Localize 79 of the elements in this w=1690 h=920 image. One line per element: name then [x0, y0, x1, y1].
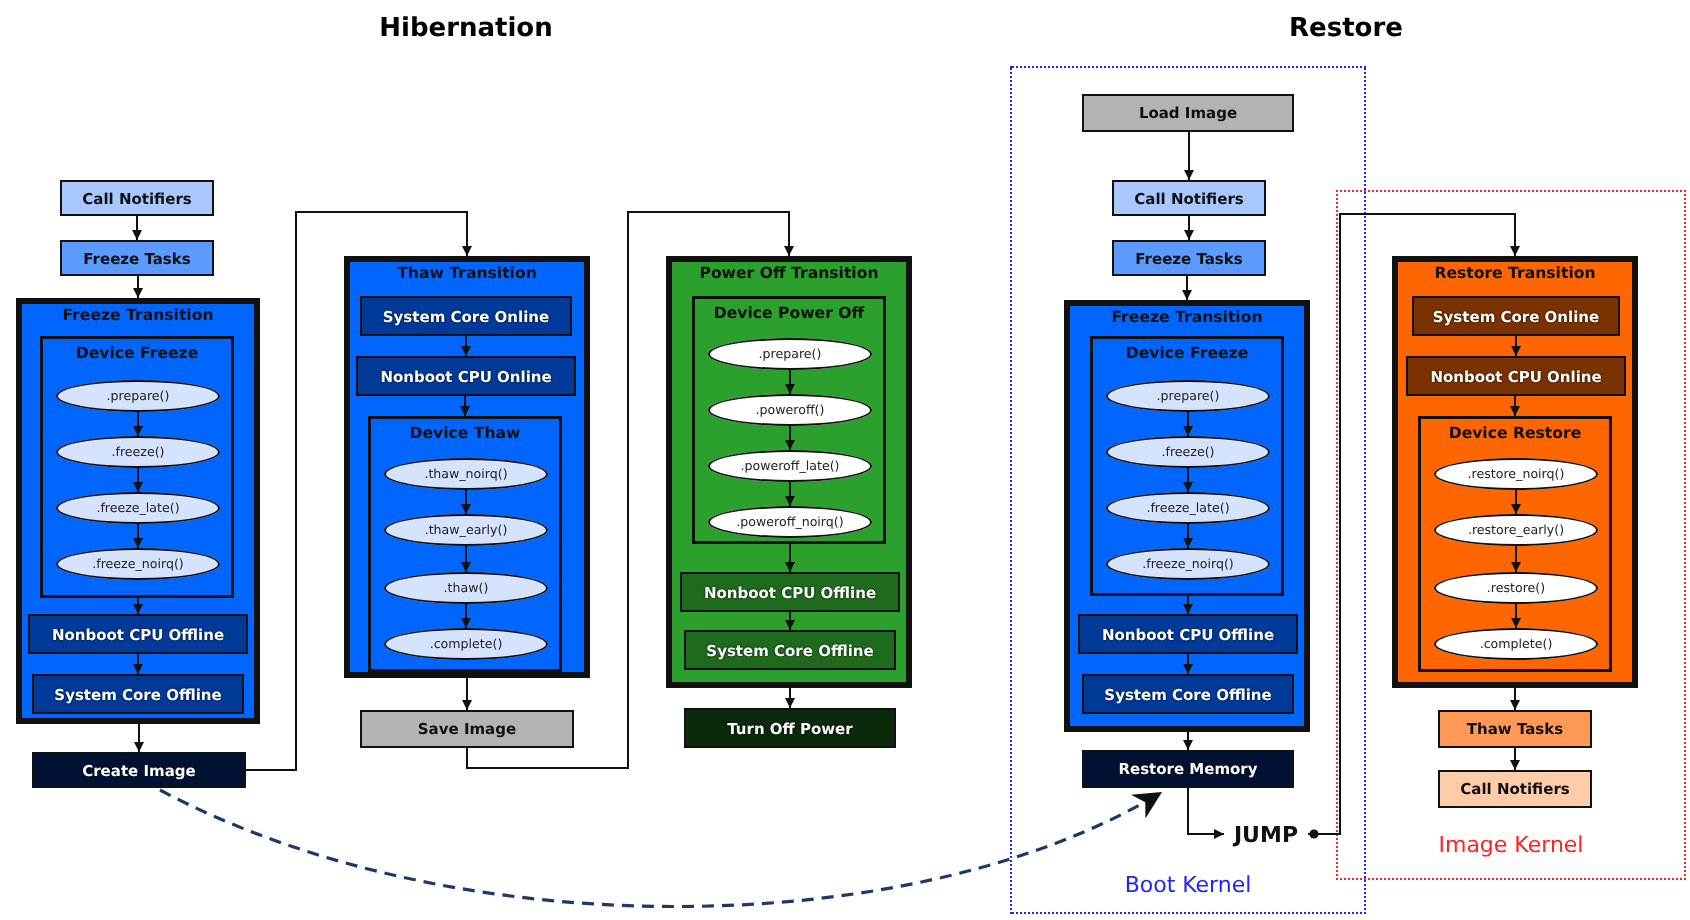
process-box [1112, 240, 1266, 276]
arrow [1511, 335, 1521, 357]
process-box [60, 240, 214, 276]
arrow [1187, 787, 1225, 839]
arrow [466, 211, 794, 769]
arrow [785, 611, 795, 631]
arrow [462, 677, 472, 711]
process-box [1406, 356, 1626, 396]
process-box [32, 752, 246, 788]
arrow [461, 545, 471, 573]
process-box [32, 674, 244, 714]
arrow [461, 335, 471, 357]
arrow [1182, 275, 1192, 301]
process-box [28, 614, 248, 654]
arrow [461, 489, 471, 515]
section-title: Hibernation [379, 14, 553, 44]
process-box [684, 708, 896, 748]
region-title: Boot Kernel [1122, 872, 1254, 898]
group-box [692, 296, 886, 544]
arrow [133, 653, 143, 675]
arrow [1511, 489, 1521, 515]
process-box [1078, 614, 1298, 654]
arrow [785, 543, 795, 573]
transition-panel [344, 256, 590, 678]
arrow [245, 211, 472, 771]
arrow [785, 369, 795, 395]
group-box [40, 336, 234, 598]
arrow [1183, 523, 1193, 549]
arrow [1307, 213, 1520, 835]
arrow [1183, 595, 1193, 615]
process-box [1412, 296, 1620, 336]
dashed-arrow [159, 788, 1163, 908]
arrow [133, 275, 143, 299]
arrow [1183, 731, 1193, 751]
arrow [1510, 747, 1520, 771]
process-box [1112, 180, 1266, 216]
process-box [360, 710, 574, 748]
arrow [1184, 131, 1194, 181]
arrow [133, 597, 143, 615]
arrow [1511, 603, 1521, 629]
region-title: Image Kernel [1436, 832, 1586, 858]
arrow [785, 481, 795, 507]
process-box [1438, 710, 1592, 748]
process-box [1438, 770, 1592, 808]
group-box [1090, 336, 1284, 596]
arrow [132, 215, 142, 241]
process-box [1082, 674, 1294, 714]
arrow [134, 723, 144, 753]
arrow [133, 411, 143, 437]
transition-panel [666, 256, 912, 688]
arrow [460, 395, 470, 417]
section-title: Restore [1289, 14, 1403, 44]
process-box [684, 630, 896, 670]
group-box [368, 416, 562, 672]
arrow [461, 603, 471, 629]
process-box [1082, 94, 1294, 132]
process-box [356, 356, 576, 396]
kernel-region [1336, 190, 1686, 880]
arrow [1511, 545, 1521, 573]
arrow [133, 523, 143, 549]
arrow [1184, 215, 1194, 241]
jump-label: JUMP [1224, 818, 1308, 850]
process-box [1082, 750, 1294, 788]
transition-panel [16, 298, 260, 724]
process-box [680, 572, 900, 612]
arrow [1183, 467, 1193, 493]
arrow [1183, 411, 1193, 437]
arrow [785, 687, 795, 709]
transition-panel [1392, 256, 1638, 688]
kernel-region [1010, 66, 1366, 914]
arrow [1510, 687, 1520, 711]
transition-panel [1064, 300, 1310, 732]
arrow [133, 467, 143, 493]
group-box [1418, 416, 1612, 672]
process-box [360, 296, 572, 336]
process-box [60, 180, 214, 216]
arrow [785, 425, 795, 451]
arrow [1183, 653, 1193, 675]
arrow [1510, 395, 1520, 417]
